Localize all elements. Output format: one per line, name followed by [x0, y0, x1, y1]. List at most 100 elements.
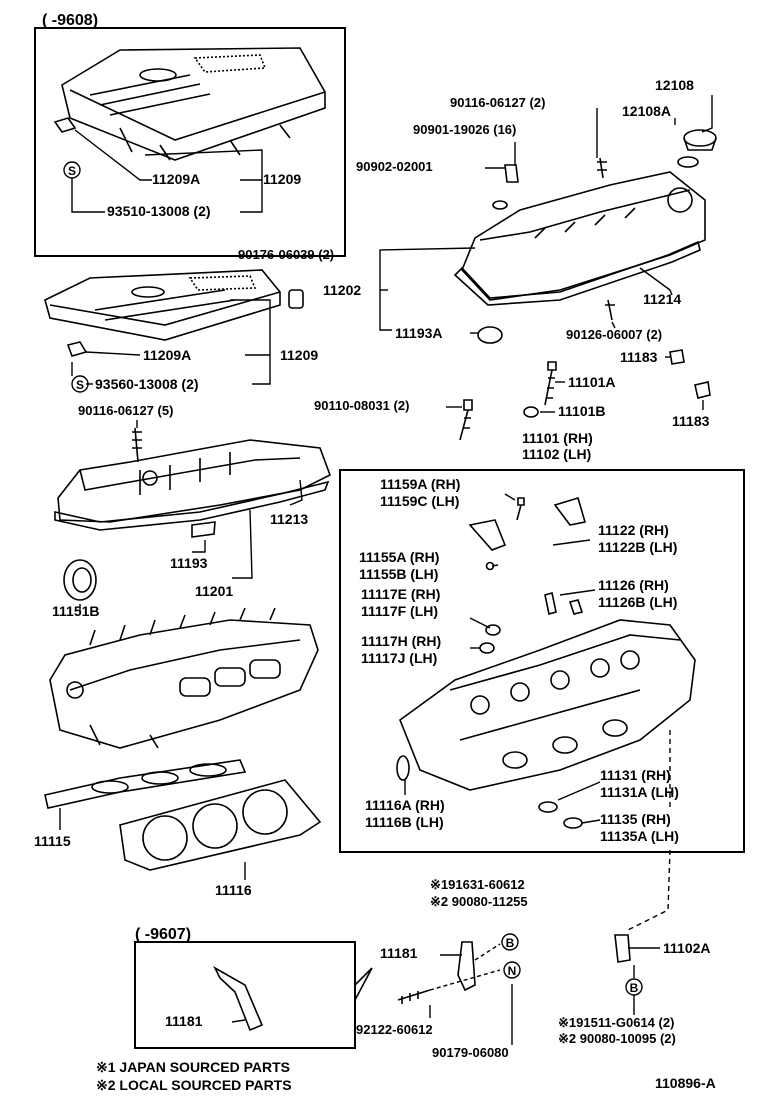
- valve-cover-lh: [57, 439, 331, 523]
- label-11183-a: 11183: [620, 349, 658, 365]
- label-11131A: 11131A (LH): [600, 784, 679, 800]
- insert-11117H: [479, 642, 495, 654]
- label-11122: 11122 (RH): [598, 522, 669, 538]
- label-11126B: 11126B (LH): [598, 594, 678, 610]
- label-11181: 11181: [380, 945, 418, 961]
- label-11209-top: 11209: [263, 171, 302, 187]
- label-11117E: 11117E (RH): [361, 586, 441, 602]
- label-11117H: 11117H (RH): [361, 633, 442, 649]
- plug-11183-b: [694, 381, 711, 399]
- bracket-11181: [457, 941, 476, 992]
- cover-top-clip: [53, 117, 77, 133]
- inset-box-rh-head: [339, 469, 745, 853]
- guide-11126: [568, 599, 584, 615]
- legend-note-1: ※1 JAPAN SOURCED PARTS: [96, 1059, 291, 1075]
- label-11101A: 11101A: [568, 374, 616, 390]
- grommet-90176: [288, 289, 304, 309]
- label-11209A-top: 11209A: [152, 171, 201, 187]
- label-11102A: 11102A: [663, 940, 711, 956]
- label-12108A: 12108A: [622, 103, 672, 119]
- sensor-11102A: [614, 934, 631, 963]
- cover-mid-clip: [66, 341, 88, 357]
- label-11135: 11135 (RH): [600, 811, 671, 827]
- valve-cover-gasket-lh: [54, 480, 330, 531]
- guide-11122: [544, 591, 557, 616]
- label-90116-5: 90116-06127 (5): [78, 403, 174, 418]
- valve-cover-rh: [461, 171, 706, 301]
- marker-b-a-letter: B: [506, 936, 515, 950]
- label-11122B: 11122B (LH): [598, 539, 678, 555]
- marker-s-mid: [71, 375, 89, 393]
- label-90901: 90901-19026 (16): [413, 122, 517, 137]
- legend-note-2: ※2 LOCAL SOURCED PARTS: [96, 1077, 292, 1093]
- seal-11131: [538, 801, 558, 813]
- label-90126: 90126-06007 (2): [566, 327, 663, 342]
- label-11183-b: 11183: [672, 413, 710, 429]
- stud-90116-5: [132, 427, 142, 463]
- engine-cover-mid: [44, 269, 281, 341]
- inset-box-9608: [34, 27, 346, 257]
- label-90902: 90902-02001: [356, 159, 433, 174]
- label-11209A-mid: 11209A: [143, 347, 192, 363]
- bolt-90110: [459, 399, 473, 441]
- nut-11101B: [523, 406, 539, 418]
- label-11131: 11131 (RH): [600, 767, 671, 783]
- range-label-9608: ( -9608): [42, 12, 99, 29]
- seal-90901: [492, 200, 508, 210]
- inset-box-9607: [134, 941, 356, 1049]
- marker-b-b: [625, 978, 643, 996]
- label-92122: 92122-60612: [356, 1022, 433, 1037]
- marker-n: [503, 961, 521, 979]
- label-11193: 11193: [170, 555, 208, 571]
- label-11115: 11115: [34, 833, 71, 849]
- exhaust-gasket-11115: [44, 759, 247, 809]
- label-11101B: 11101B: [558, 403, 606, 419]
- stud-90126: [605, 299, 615, 321]
- label-11116: 11116: [215, 882, 252, 898]
- label-90179: 90179-06080: [432, 1045, 509, 1060]
- label-11116B: 11116B (LH): [365, 814, 444, 830]
- bracket-11181-inset: [213, 966, 264, 1032]
- label-11181-inset: 11181: [165, 1013, 203, 1029]
- label-12108: 12108: [655, 77, 694, 93]
- plug-11183-a: [669, 349, 685, 365]
- oil-filler-cap: [677, 129, 717, 168]
- seal-11135: [563, 817, 583, 829]
- marker-s-top: [63, 161, 81, 179]
- label-11101: 11101 (RH): [522, 430, 593, 446]
- marker-b-a: [501, 933, 519, 951]
- insert-11117E: [485, 624, 501, 636]
- inset-pointer: [354, 967, 373, 1001]
- leader-lines: [59, 95, 713, 1045]
- head-gasket-11116: [119, 779, 322, 871]
- marker-s-top-letter: S: [68, 164, 76, 178]
- oil-seal-11151B: [63, 559, 97, 601]
- cylinder-head-lh: [49, 607, 319, 749]
- label-290080-a: ※2 90080-11255: [430, 894, 528, 909]
- valve-cover-gasket-rh: [453, 240, 701, 306]
- label-11126: 11126 (RH): [598, 577, 669, 593]
- label-191631: ※191631-60612: [430, 877, 525, 892]
- stud-92122: [397, 989, 431, 1004]
- bolt-11159: [516, 497, 525, 521]
- label-93510: 93510-13008 (2): [107, 203, 211, 219]
- cap-11159-b: [553, 496, 587, 526]
- label-93560: 93560-13008 (2): [95, 376, 199, 392]
- marker-s-mid-letter: S: [76, 378, 84, 392]
- label-90116-2: 90116-06127 (2): [450, 95, 546, 110]
- label-11159C: 11159C (LH): [380, 493, 460, 509]
- label-11202: 11202: [323, 282, 362, 298]
- label-191511: ※191511-G0614 (2): [558, 1015, 675, 1030]
- marker-n-letter: N: [508, 964, 517, 978]
- label-11155A: 11155A (RH): [359, 549, 440, 565]
- label-11213: 11213: [270, 511, 309, 527]
- bolt-11101A: [544, 361, 557, 406]
- marker-b-b-letter: B: [630, 981, 639, 995]
- label-90110: 90110-08031 (2): [314, 398, 410, 413]
- range-label-9607: ( -9607): [135, 926, 192, 943]
- cap-11159: [468, 519, 507, 551]
- label-11151B: 11151B: [52, 603, 100, 619]
- label-11102: 11102 (LH): [522, 446, 592, 462]
- label-290080-b: ※2 90080-10095 (2): [558, 1031, 676, 1046]
